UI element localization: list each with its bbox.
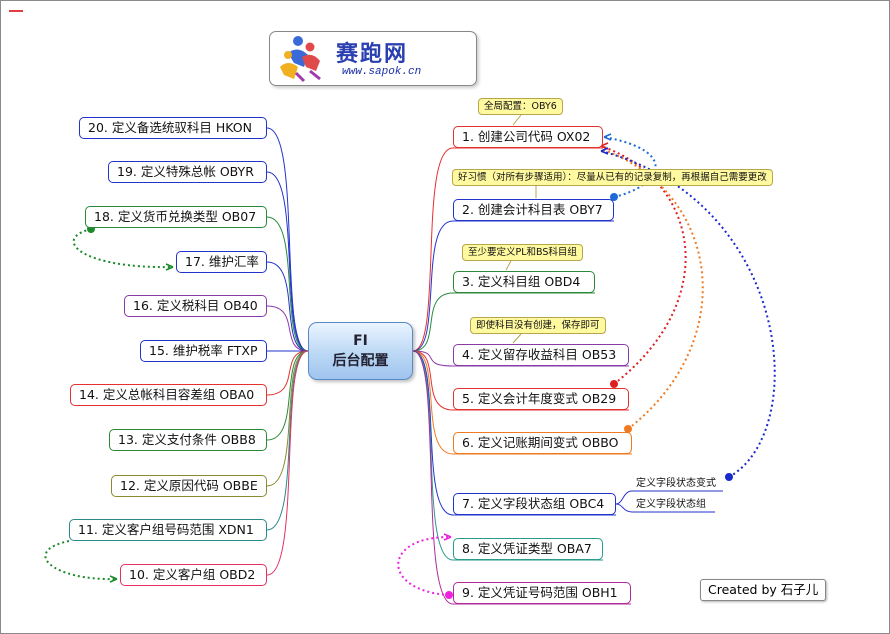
- note-pointer-3: [505, 260, 512, 271]
- node-exchange-rate-type[interactable]: 18. 定义货币兑换类型 OB07: [85, 206, 267, 228]
- node-gl-tolerance-group[interactable]: 14. 定义总帐科目容差组 OBA0: [70, 384, 267, 406]
- relation-arrow-oby7: [603, 133, 612, 141]
- subnode-field-status-group[interactable]: 定义字段状态组: [636, 499, 706, 510]
- node-customer-group[interactable]: 10. 定义客户组 OBD2: [120, 564, 267, 586]
- relation-arrow-rate: [165, 263, 174, 271]
- connector-right-7: [412, 350, 616, 516]
- logo-url: www.sapok.cn: [342, 66, 422, 78]
- connector-left-20: [266, 127, 309, 352]
- node-reason-code[interactable]: 12. 定义原因代码 OBBE: [111, 475, 267, 497]
- connector-right-3: [412, 292, 595, 352]
- connector-subnode-variant: [615, 490, 723, 505]
- node-document-number-range[interactable]: 9. 定义凭证号码范围 OBH1: [453, 582, 631, 604]
- node-maintain-exchange-rate[interactable]: 17. 维护汇率: [176, 251, 267, 273]
- node-create-company-code[interactable]: 1. 创建公司代码 OX02: [453, 126, 603, 148]
- connector-right-9: [412, 350, 631, 605]
- node-document-type[interactable]: 8. 定义凭证类型 OBA7: [453, 538, 603, 560]
- connector-left-13: [266, 350, 309, 441]
- node-posting-period-variant[interactable]: 6. 定义记账期间变式 OBBO: [453, 432, 632, 454]
- node-alternative-reconciliation-account[interactable]: 20. 定义备选统驭科目 HKON: [79, 117, 267, 139]
- node-define-account-group[interactable]: 3. 定义科目组 OBD4: [453, 271, 595, 293]
- central-topic-line1: FI: [353, 333, 368, 349]
- logo-title: 赛跑网: [336, 41, 409, 67]
- note-pointer-1: [512, 114, 522, 126]
- relation-xdn1-obd2: [44, 540, 118, 581]
- connector-left-14: [266, 350, 309, 396]
- note-save-anyway: 即使科目没有创建，保存即可: [470, 317, 606, 334]
- logo-box: 赛跑网 www.sapok.cn: [269, 31, 477, 86]
- node-special-gl[interactable]: 19. 定义特殊总帐 OBYR: [108, 161, 267, 183]
- connector-right-5: [412, 350, 629, 411]
- relation-dot-obc4: [725, 473, 733, 481]
- note-account-groups: 至少要定义PL和BS科目组: [462, 244, 583, 261]
- node-tax-account[interactable]: 16. 定义税科目 OB40: [124, 295, 267, 317]
- central-topic[interactable]: FI 后台配置: [308, 322, 413, 380]
- connector-left-12: [266, 350, 309, 487]
- connector-left-18: [266, 216, 309, 352]
- connector-left-16: [266, 305, 309, 352]
- credit-label: Created by 石子儿: [700, 579, 827, 601]
- connector-left-17: [266, 261, 309, 352]
- connector-right-6: [412, 350, 632, 455]
- node-customer-number-range[interactable]: 11. 定义客户组号码范围 XDN1: [69, 519, 267, 541]
- node-maintain-tax-rate[interactable]: 15. 维护税率 FTXP: [140, 340, 267, 362]
- logo-runners-icon: [280, 36, 321, 83]
- node-fiscal-year-variant[interactable]: 5. 定义会计年度变式 OB29: [453, 388, 629, 410]
- relation-ob07-rate: [72, 228, 174, 269]
- relation-arrow-obd2: [109, 575, 118, 583]
- central-topic-line2: 后台配置: [332, 353, 389, 369]
- connector-left-11: [266, 350, 309, 531]
- relation-dot-obbo: [624, 425, 632, 433]
- connector-right-8: [412, 350, 603, 561]
- relation-ob29-ox02: [600, 145, 687, 385]
- subnode-field-status-variant[interactable]: 定义字段状态变式: [636, 478, 716, 489]
- corner-mark: [9, 10, 23, 12]
- node-create-chart-of-accounts[interactable]: 2. 创建会计科目表 OBY7: [453, 199, 614, 221]
- note-good-habit: 好习惯（对所有步骤适用）：尽量从已有的记录复制，再根据自己需要更改: [452, 169, 773, 186]
- relation-arrow-oba7: [443, 533, 452, 541]
- relation-arrow-obc4: [600, 147, 609, 155]
- relation-dot-ob29: [610, 380, 618, 388]
- relation-dot-obh1: [445, 591, 453, 599]
- connector-right-2: [412, 220, 614, 352]
- node-retained-earnings-account[interactable]: 4. 定义留存收益科目 OB53: [453, 344, 629, 366]
- connector-right-1: [412, 147, 603, 352]
- note-pointer-4: [512, 333, 522, 344]
- connector-subnode-group: [615, 503, 715, 513]
- note-global-config: 全局配置：OBY6: [478, 98, 563, 115]
- connector-left-19: [266, 171, 309, 352]
- relation-obh1-oba7: [397, 535, 452, 596]
- relation-oby7-ox02: [603, 136, 657, 198]
- connector-right-4: [412, 350, 629, 367]
- node-payment-terms[interactable]: 13. 定义支付条件 OBB8: [109, 429, 267, 451]
- connector-left-10: [266, 350, 309, 576]
- node-field-status-group[interactable]: 7. 定义字段状态组 OBC4: [453, 493, 616, 515]
